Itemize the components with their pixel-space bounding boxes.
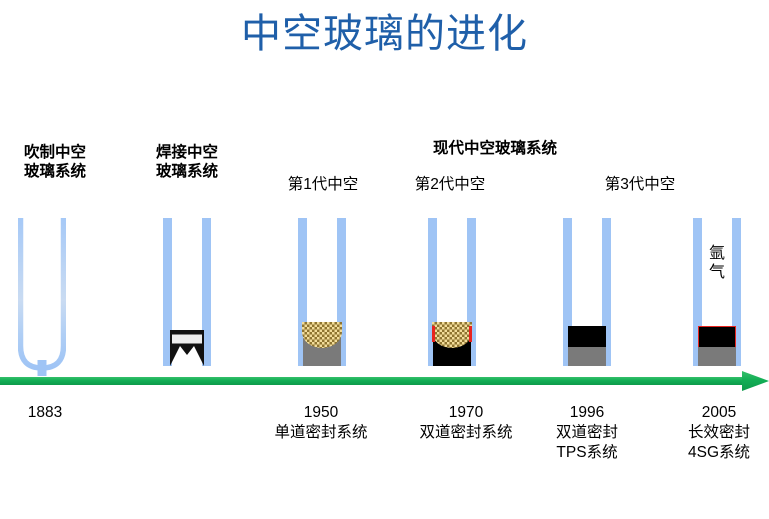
timeline-arrow [0, 371, 769, 391]
label-generation-3: 第3代中空 [604, 176, 676, 193]
timeline-caption: 单道密封系统 [274, 424, 368, 441]
timeline-entry-2005: 2005 长效密封 4SG系统 [660, 403, 769, 463]
label-blown-system: 吹制中空 玻璃系统 [0, 143, 110, 181]
tps-seal [568, 326, 606, 348]
label-blown-system-line1: 吹制中空 [23, 144, 86, 161]
timeline-caption-line1: 双道密封 [555, 424, 618, 441]
figure-blown-glass [18, 218, 66, 378]
desiccant-fill [302, 322, 342, 348]
argon-gas-label-line1: 氩 [708, 245, 725, 262]
timeline-year: 1996 [569, 404, 605, 421]
label-modern-group: 现代中空玻璃系统 [432, 140, 557, 157]
timeline-year: 1883 [27, 404, 63, 421]
glass-pane-left [428, 218, 437, 366]
page-title: 中空玻璃的进化 [241, 12, 528, 56]
argon-gas-label: 氩 气 [699, 244, 735, 282]
figure-generation-1 [298, 218, 346, 378]
butyl-seal-left [432, 326, 435, 342]
butyl-seal-right [469, 326, 472, 342]
glass-pane-right [602, 218, 611, 366]
glass-pane-left [298, 218, 307, 366]
glass-pane-right [732, 218, 741, 366]
4sg-seal [698, 326, 736, 348]
figure-welded-glass [163, 218, 211, 378]
timeline-year: 1970 [448, 404, 484, 421]
label-generation-2: 第2代中空 [414, 176, 486, 193]
desiccant-fill [432, 322, 472, 348]
timeline-caption-line1: 长效密封 [687, 424, 750, 441]
label-blown-system-line2: 玻璃系统 [23, 163, 86, 180]
glass-pane-right [202, 218, 211, 366]
label-welded-system-line2: 玻璃系统 [155, 163, 218, 180]
figure-generation-3 [563, 218, 611, 378]
argon-gas-label-line2: 气 [708, 264, 725, 281]
timeline-entry-1883: 1883 [0, 403, 100, 423]
label-welded-system-line1: 焊接中空 [155, 144, 218, 161]
secondary-spacer [698, 347, 736, 366]
timeline-caption-line2: TPS系统 [556, 444, 618, 461]
timeline-year: 2005 [701, 404, 737, 421]
timeline-caption: 双道密封系统 [419, 424, 513, 441]
timeline-entry-1950: 1950 单道密封系统 [233, 403, 409, 443]
glass-pane-right [467, 218, 476, 366]
u-tube-shape [18, 218, 66, 376]
glass-pane-right [337, 218, 346, 366]
timeline-entry-1970: 1970 双道密封系统 [378, 403, 554, 443]
label-welded-system: 焊接中空 玻璃系统 [132, 143, 242, 181]
timeline-caption-line2: 4SG系统 [687, 444, 750, 461]
glass-pane-left [693, 218, 702, 366]
figure-4sg-argon: 氩 气 [693, 218, 741, 378]
glass-pane-left [563, 218, 572, 366]
figure-generation-2 [428, 218, 476, 378]
glass-pane-left [163, 218, 172, 366]
timeline-year: 1950 [303, 404, 339, 421]
secondary-spacer [568, 347, 606, 366]
weld-seal-block [170, 330, 204, 366]
label-generation-1: 第1代中空 [287, 176, 359, 193]
timeline-entry-1996: 1996 双道密封 TPS系统 [525, 403, 649, 463]
